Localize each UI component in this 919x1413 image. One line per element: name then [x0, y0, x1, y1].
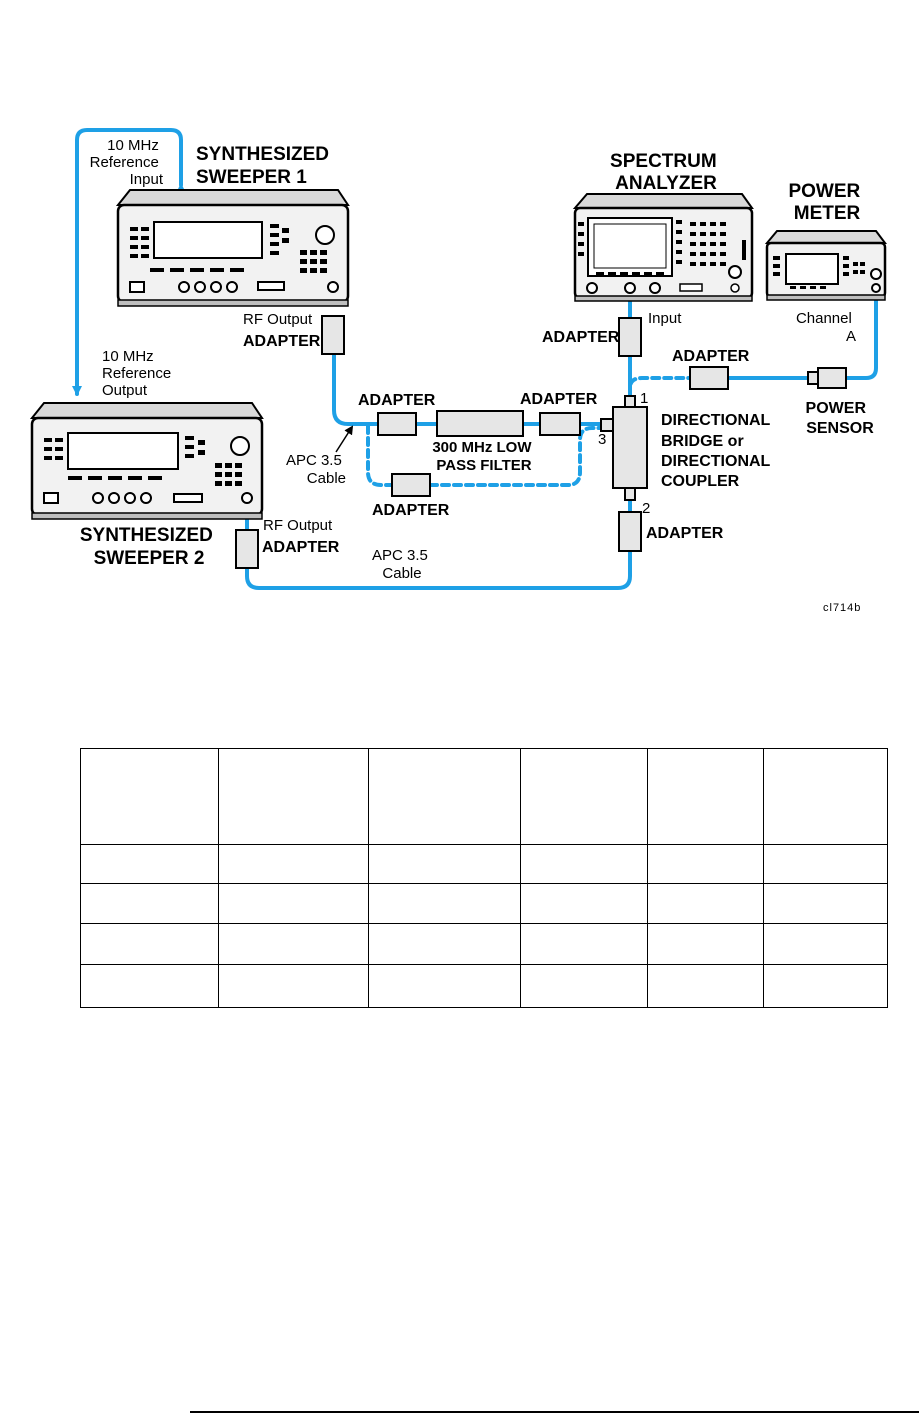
table-cell [218, 748, 369, 845]
table-cell [368, 883, 521, 924]
table-cell [218, 883, 369, 924]
table-row [80, 923, 888, 965]
table-cell [763, 883, 888, 924]
sweeper1-rf-cable [332, 352, 380, 426]
reference-cable [72, 128, 186, 396]
table-cell [520, 748, 648, 845]
table-cell [647, 964, 764, 1008]
table-header-row [80, 748, 888, 845]
ref-input-label: 10 MHz Reference Input [90, 137, 164, 188]
adapter-label-sweeper1: ADAPTER [243, 333, 321, 350]
figure-id: cl714b [823, 602, 861, 614]
blank-data-table [80, 748, 888, 1008]
coupler-port-2: 2 [642, 500, 650, 517]
adapter-sweeper2 [235, 529, 259, 569]
table-cell [368, 748, 521, 845]
power-sensor [807, 367, 847, 389]
table-cell [763, 844, 888, 884]
adapter-label-filter-in: ADAPTER [358, 392, 436, 409]
power-sensor-label: POWER SENSOR [806, 400, 875, 437]
adapter-label-filter-out: ADAPTER [520, 391, 598, 408]
low-pass-filter [436, 410, 524, 437]
table-cell [80, 883, 219, 924]
table-cell [763, 923, 888, 965]
ref-output-label: 10 MHz Reference Output [102, 348, 175, 399]
table-cell [520, 964, 648, 1008]
table-cell [368, 844, 521, 884]
coupler-port-1: 1 [640, 390, 648, 407]
spectrum-analyzer-title: SPECTRUM ANALYZER [610, 151, 722, 194]
rf-output-label-2: RF Output [263, 517, 333, 534]
table-cell [80, 844, 219, 884]
low-pass-filter-label: 300 MHz LOW PASS FILTER [432, 439, 535, 474]
alternate-path-cable [366, 424, 602, 487]
synthesized-sweeper-1 [115, 189, 350, 307]
adapter-alternate-path [391, 473, 431, 497]
table-cell [218, 844, 369, 884]
table-cell [368, 964, 521, 1008]
adapter-label-coupler-port2: ADAPTER [646, 525, 724, 542]
coupler-label: DIRECTIONAL BRIDGE or DIRECTIONAL COUPLE… [661, 412, 775, 490]
table-row [80, 883, 888, 924]
footer-rule [190, 1411, 919, 1413]
apc-cable-label-2: APC 3.5 Cable [372, 547, 432, 582]
adapter-filter-in [377, 412, 417, 436]
coupler-port-3: 3 [598, 431, 606, 448]
table-cell [368, 923, 521, 965]
power-meter-title: POWER METER [788, 181, 865, 224]
table-cell [218, 964, 369, 1008]
apc-cable-pointer-arrow [335, 425, 354, 453]
adapter-label-alternate-path: ADAPTER [372, 502, 450, 519]
power-meter-channel-cable [844, 288, 878, 380]
sweeper1-title: SYNTHESIZED SWEEPER 1 [196, 144, 334, 188]
apc-cable-label-1: APC 3.5 Cable [286, 452, 346, 487]
table-cell [520, 923, 648, 965]
table-cell [647, 748, 764, 845]
table-cell [80, 748, 219, 845]
sweeper2-title: SYNTHESIZED SWEEPER 2 [80, 525, 218, 569]
power-meter [764, 230, 887, 301]
spectrum-analyzer [572, 193, 754, 302]
adapter-label-sweeper2: ADAPTER [262, 539, 340, 556]
adapter-label-power-sensor: ADAPTER [672, 348, 750, 365]
table-cell [763, 748, 888, 845]
rf-output-label-1: RF Output [243, 311, 313, 328]
table-cell [647, 883, 764, 924]
directional-coupler [600, 395, 648, 501]
synthesized-sweeper-2 [29, 402, 264, 520]
table-row [80, 844, 888, 884]
adapter-sweeper1 [321, 315, 345, 355]
power-sensor-dashed-cable [628, 376, 692, 398]
table-cell [520, 883, 648, 924]
table-cell [763, 964, 888, 1008]
adapter-analyzer-input [618, 317, 642, 357]
table-cell [647, 844, 764, 884]
channel-a-label: Channel A [796, 310, 856, 345]
adapter-power-sensor [689, 366, 729, 390]
adapter-label-analyzer: ADAPTER [542, 329, 620, 346]
adapter-filter-out [539, 412, 581, 436]
table-row [80, 964, 888, 1008]
test-setup-diagram: 10 MHz Reference Input SYNTHESIZED SWEEP… [29, 128, 887, 614]
analyzer-input-label: Input [648, 310, 682, 327]
adapter-coupler-port2 [618, 511, 642, 552]
table-cell [80, 964, 219, 1008]
table-cell [647, 923, 764, 965]
table-cell [80, 923, 219, 965]
table-cell [520, 844, 648, 884]
table-cell [218, 923, 369, 965]
